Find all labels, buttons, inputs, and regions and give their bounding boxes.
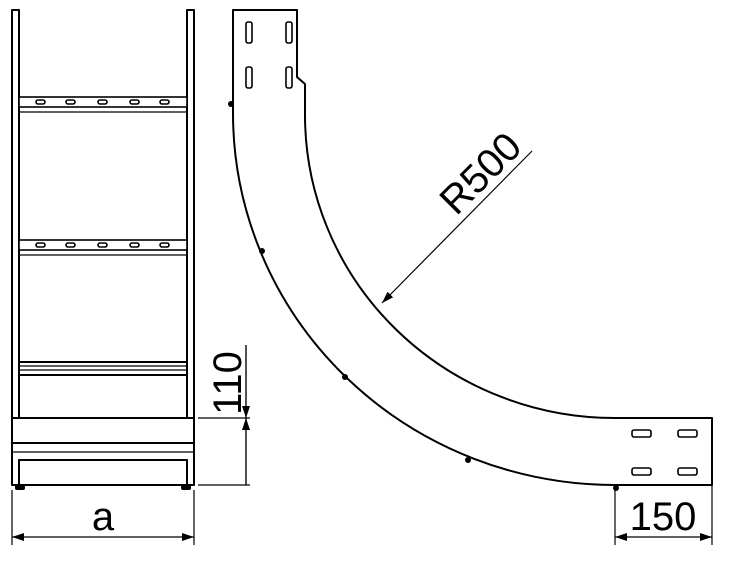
right-flange-slots	[631, 429, 698, 476]
base-frame	[11, 417, 195, 490]
right-side-rail	[186, 9, 195, 419]
height-label: 110	[206, 351, 250, 415]
rung-top	[18, 96, 188, 113]
radius-dimension: R500	[381, 124, 533, 304]
rung-lower	[18, 361, 188, 376]
bend-outline	[232, 9, 713, 486]
height-dimension: 110	[198, 345, 250, 486]
top-flange-slots	[245, 21, 293, 89]
width-label: a	[92, 495, 115, 539]
rivet-dots	[228, 101, 619, 491]
radius-label: R500	[431, 124, 530, 223]
top-view: R500 150	[228, 9, 713, 545]
flange-dimension: 150	[614, 485, 713, 545]
width-dimension: a	[11, 490, 195, 545]
flange-label: 150	[630, 495, 697, 539]
left-side-rail	[11, 9, 20, 419]
rung-middle	[18, 239, 188, 256]
front-view: a 110	[11, 9, 250, 545]
